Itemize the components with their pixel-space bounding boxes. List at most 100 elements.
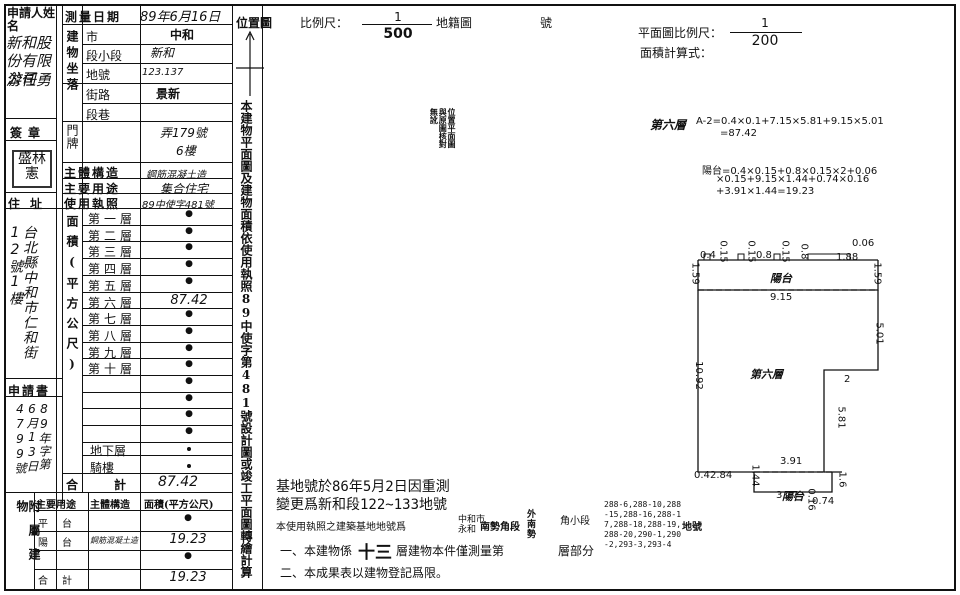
plan-dimension: 0.74 <box>812 496 835 507</box>
note-line1-floors: 十三 <box>358 543 392 563</box>
floor-row-divider <box>82 258 232 260</box>
scale-den: 500 <box>383 26 413 42</box>
floor-row-divider <box>82 441 232 443</box>
floor-row-divider <box>82 308 232 310</box>
floor-area-value: ● <box>185 359 193 370</box>
door-label: 門牌 <box>65 124 79 150</box>
floor-row-divider <box>82 391 232 393</box>
plan-dimension: 3.17 <box>776 490 799 501</box>
structure-value: 鋼筋混凝土造 <box>146 170 206 181</box>
applicant-company: 新和股份有限公司 <box>6 34 52 88</box>
verification-stamp: 位置平面圖與原圖核對無訛 <box>429 108 457 148</box>
plan-dimension: 5.81 <box>835 406 847 429</box>
apply-number: 89年字第6月13日4799號 <box>13 402 51 475</box>
note-line2: 二、本成果表以建物登記爲限。 <box>280 566 449 580</box>
number-label: 號 <box>540 16 553 30</box>
applicant-label: 申請人姓名 <box>7 6 56 33</box>
floor-label: 第九層 <box>88 345 137 360</box>
attach-row-use: 陽台 <box>38 538 86 549</box>
floor-label: 第一層 <box>88 212 137 226</box>
address-value: 台北縣中和市仁和街12號1樓 <box>7 225 37 360</box>
attach-area-label: 面積(平方公尺) <box>144 500 214 511</box>
use-value: 集合住宅 <box>160 182 209 196</box>
floor-label: 第十層 <box>88 362 137 377</box>
location-label: 建物坐落 <box>65 30 79 94</box>
note-line1-tail: 層部分 <box>558 544 595 558</box>
city-value: 中和 <box>170 28 195 42</box>
calc-balcony-1: 陽台=0.4×0.15+0.8×0.15×2+0.06 <box>702 166 878 177</box>
attach-row-area: ● <box>184 551 192 561</box>
plan-dimension: 1.44 <box>749 464 761 487</box>
formula-label: 面積計算式： <box>640 46 713 60</box>
floor-area-value: ● <box>185 409 193 420</box>
door-value: 弄179號 <box>160 126 207 140</box>
floor-area-value: ● <box>185 309 193 320</box>
permit-city: 中和市 <box>458 515 486 525</box>
permit-section2: 外南勢 <box>527 510 537 540</box>
basement-label: 地下層 <box>90 444 127 458</box>
lot-label: 地號 <box>86 68 111 82</box>
section-label: 段小段 <box>86 49 123 63</box>
plan-scale-den: 200 <box>751 33 779 49</box>
attach-row-struct: 鋼筋混凝土造 <box>90 536 138 545</box>
permit-subsection: 角小段 <box>560 516 590 527</box>
floor-area-value: ● <box>185 392 193 403</box>
floor-label: 第四層 <box>88 262 137 277</box>
floor-row-divider <box>82 408 232 410</box>
plan-scale-label: 平面圖比例尺： <box>638 26 723 40</box>
floor-area-value: ● <box>185 342 193 353</box>
calc-floor6-label: 第六層 <box>650 118 687 132</box>
calc-floor6-formula: A-2=0.4×0.1+7.15×5.81+9.15×5.01 <box>696 116 884 127</box>
plan-dimension: 0.15 <box>717 240 729 263</box>
floor-row-divider <box>82 274 232 276</box>
floor-label: 第二層 <box>88 228 137 243</box>
plan-dimension: 0.15 <box>779 240 791 263</box>
attach-row-divider <box>34 569 232 570</box>
apply-label: 申請書 <box>8 384 51 398</box>
floor-row-divider <box>82 324 232 326</box>
plan-balcony-label: 陽台 <box>782 490 804 503</box>
structure-label: 主體構造 <box>64 166 121 180</box>
floor-row-divider <box>82 375 232 376</box>
permit-base-text: 本使用執照之建築基地地號爲 <box>276 522 406 533</box>
floor-row-divider <box>82 358 232 360</box>
plan-dimension: 0.8 <box>756 250 772 261</box>
floor-area-value: ● <box>185 325 193 336</box>
plan-dimension: 1.59 <box>871 262 883 285</box>
floor-label: 第三層 <box>88 245 137 260</box>
remeasure-note-2: 變更爲新和段122~133地號 <box>276 497 448 513</box>
survey-date-value: 89年6月16日 <box>140 10 221 25</box>
floor-area-value: ● <box>185 225 193 236</box>
applicant-person: 游任勇 <box>6 71 52 89</box>
plan-dimension: 0.06 <box>852 238 875 249</box>
area-label: 面積(平方公尺) <box>65 215 79 379</box>
floor-row-divider <box>82 241 232 243</box>
arcade-value <box>187 464 191 468</box>
note-line1-pre: 一、本建物係 <box>280 544 353 558</box>
floor-area-value: ● <box>185 426 193 437</box>
note-line1-post: 層建物本件僅測量第 <box>396 544 505 558</box>
floor-row-divider <box>82 224 232 226</box>
attach-label: 附屬建物 <box>15 500 41 572</box>
plan-dimension: 1.59 <box>689 262 701 285</box>
plan-scale-num: 1 <box>761 16 769 30</box>
floor-area-value: ● <box>185 376 193 386</box>
plan-dimension: 0.4 <box>694 470 710 481</box>
floor-label: 第六層 <box>88 295 137 310</box>
floor-plan-drawing <box>697 253 879 493</box>
floor-row-divider <box>82 291 232 293</box>
plan-dimension: 1.88 <box>836 252 859 263</box>
lane-label: 段巷 <box>86 108 111 122</box>
scale-label: 比例尺： <box>300 16 349 30</box>
lot-list: 288-6,288-10,288-15,288-16,288-17,288-18… <box>604 500 682 549</box>
plan-dimension: 3.91 <box>780 456 803 467</box>
document-frame <box>4 4 956 591</box>
attach-row-area: ● <box>184 513 192 523</box>
basement-value <box>187 447 191 451</box>
remeasure-note-1: 基地號於86年5月2日因重測 <box>276 479 450 495</box>
plan-dimension: 2 <box>844 374 851 385</box>
floor-area-value: ● <box>185 259 193 270</box>
permit-city2: 永和 <box>458 525 477 535</box>
plan-dimension: 9.15 <box>770 292 793 303</box>
floor-area-value: ● <box>185 242 193 253</box>
